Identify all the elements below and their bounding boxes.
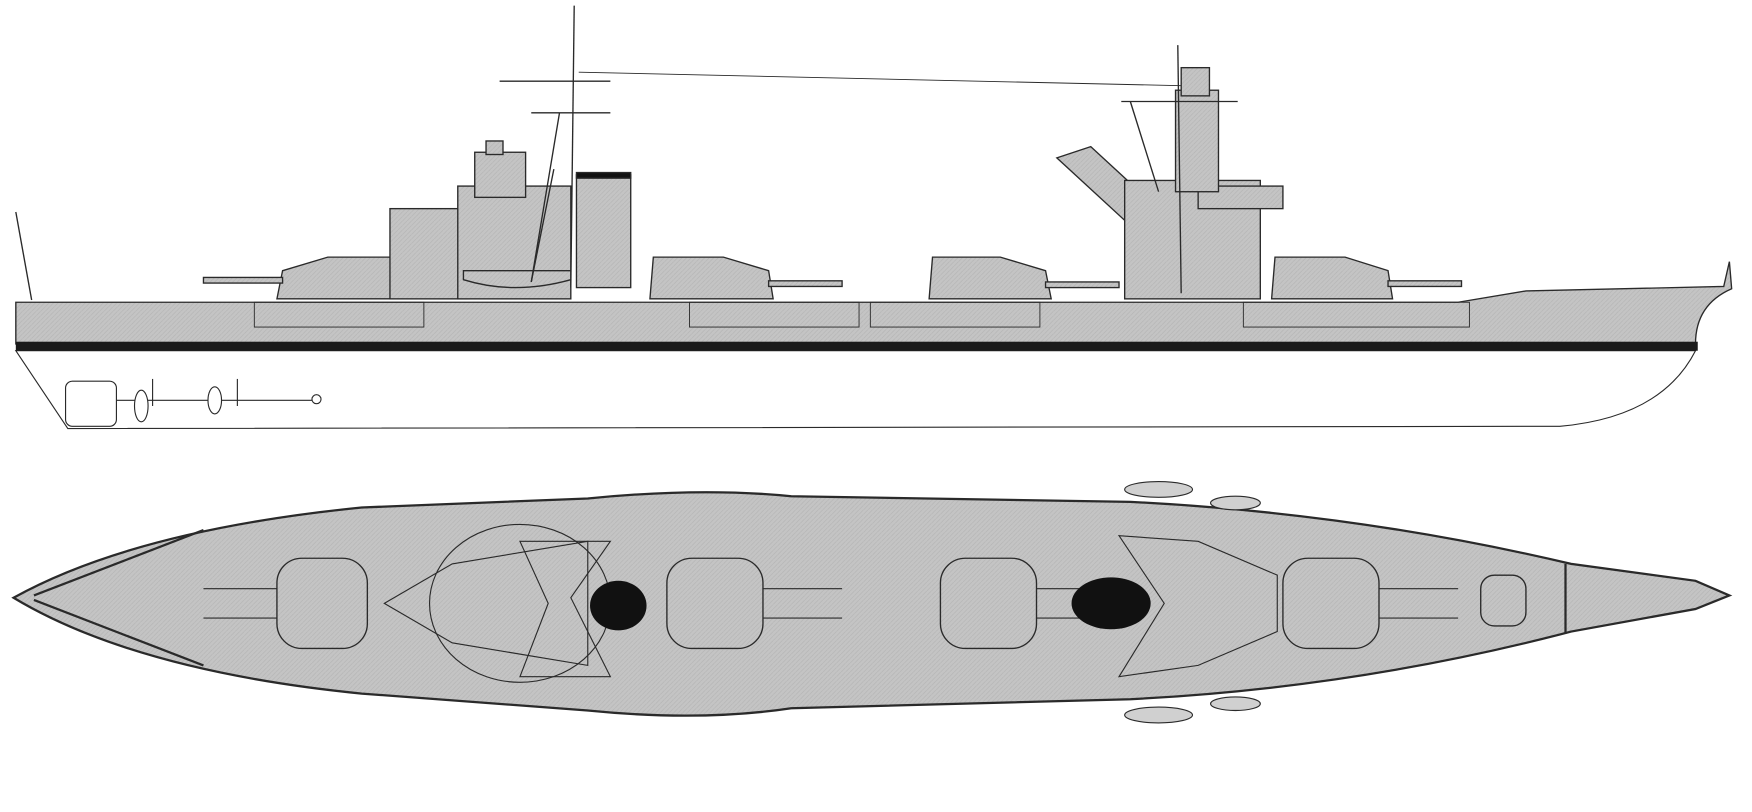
side-profile [14, 5, 1733, 430]
turret-c [928, 256, 1120, 300]
forward-superstructure [389, 140, 632, 300]
propeller-shafts [64, 378, 322, 427]
turret-b [649, 256, 843, 300]
underwater-hull [14, 350, 1697, 430]
mainmast [1121, 45, 1238, 294]
hull-side [15, 261, 1733, 345]
plan-view [11, 480, 1733, 724]
stern-flagstaff [15, 211, 33, 301]
funnel [575, 174, 632, 289]
turret-a [202, 256, 403, 300]
boot-topping-stripe [15, 341, 1698, 351]
deck-outline [11, 491, 1733, 717]
turret-d [1270, 256, 1463, 300]
foremast [499, 5, 611, 288]
boats [1124, 480, 1261, 724]
turret-plans [276, 557, 1527, 650]
rigging-line [578, 71, 1182, 87]
aft-funnel-top [1071, 577, 1151, 630]
aft-superstructure [1055, 66, 1284, 300]
bow-breakwater [33, 529, 1567, 667]
forward-funnel-top [590, 580, 647, 631]
